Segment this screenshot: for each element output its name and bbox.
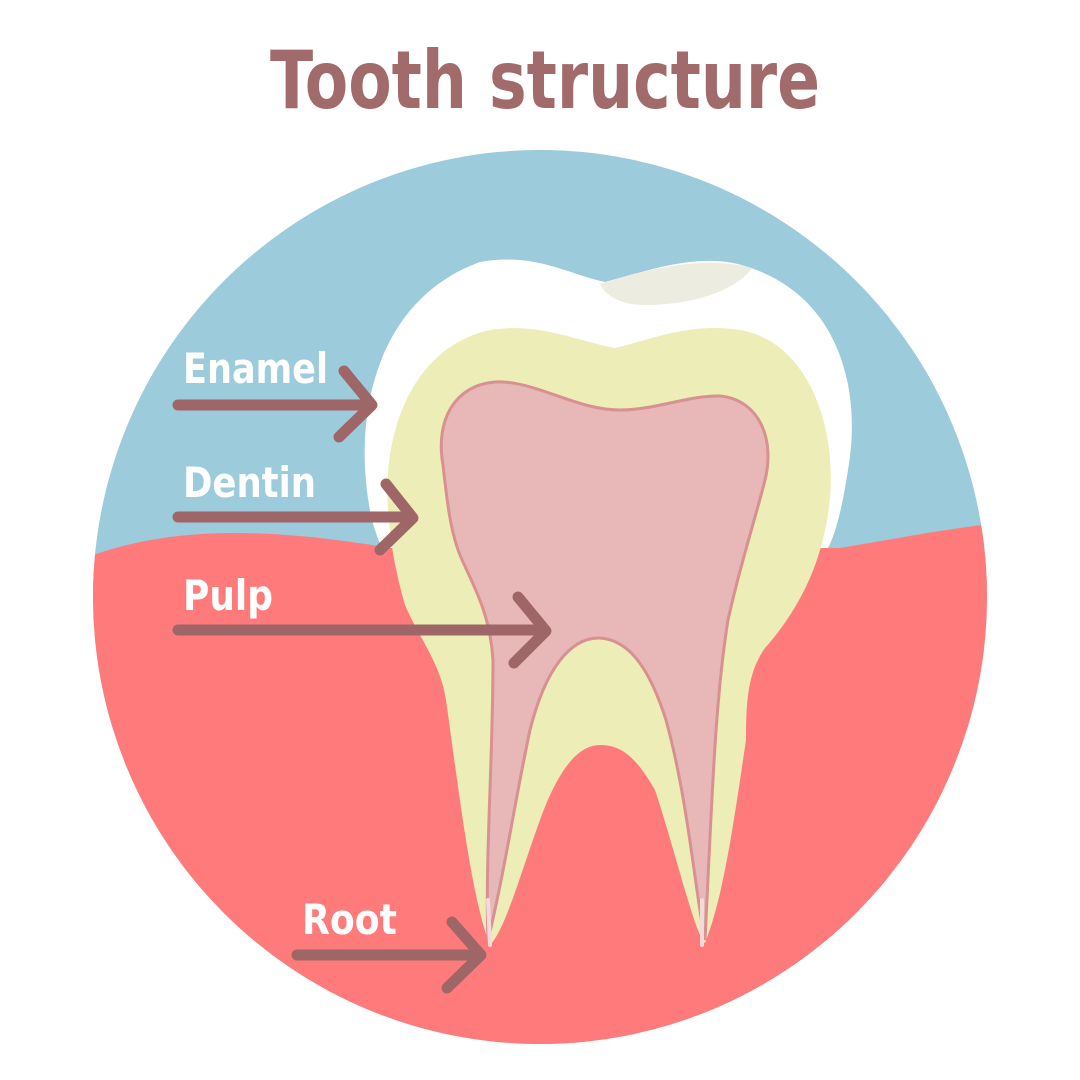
enamel-highlight [600,262,752,305]
arrow-dentin-head [374,478,419,556]
label-dentin: Dentin [183,458,316,507]
arrow-dentin [172,478,419,556]
arrow-enamel-head [333,365,378,443]
arrow-pulp [172,591,552,669]
arrow-root [291,916,487,994]
root-canal-tip-left [486,898,492,947]
label-root: Root [302,895,397,944]
arrow-enamel [172,365,378,443]
label-pulp: Pulp [183,571,273,620]
diagram-title: Tooth structure [270,34,820,127]
pulp-layer [439,380,770,941]
illustration-circle [93,150,987,1044]
arrow-root-head [441,916,487,994]
label-enamel: Enamel [183,344,328,393]
arrow-pulp-head [508,591,552,669]
